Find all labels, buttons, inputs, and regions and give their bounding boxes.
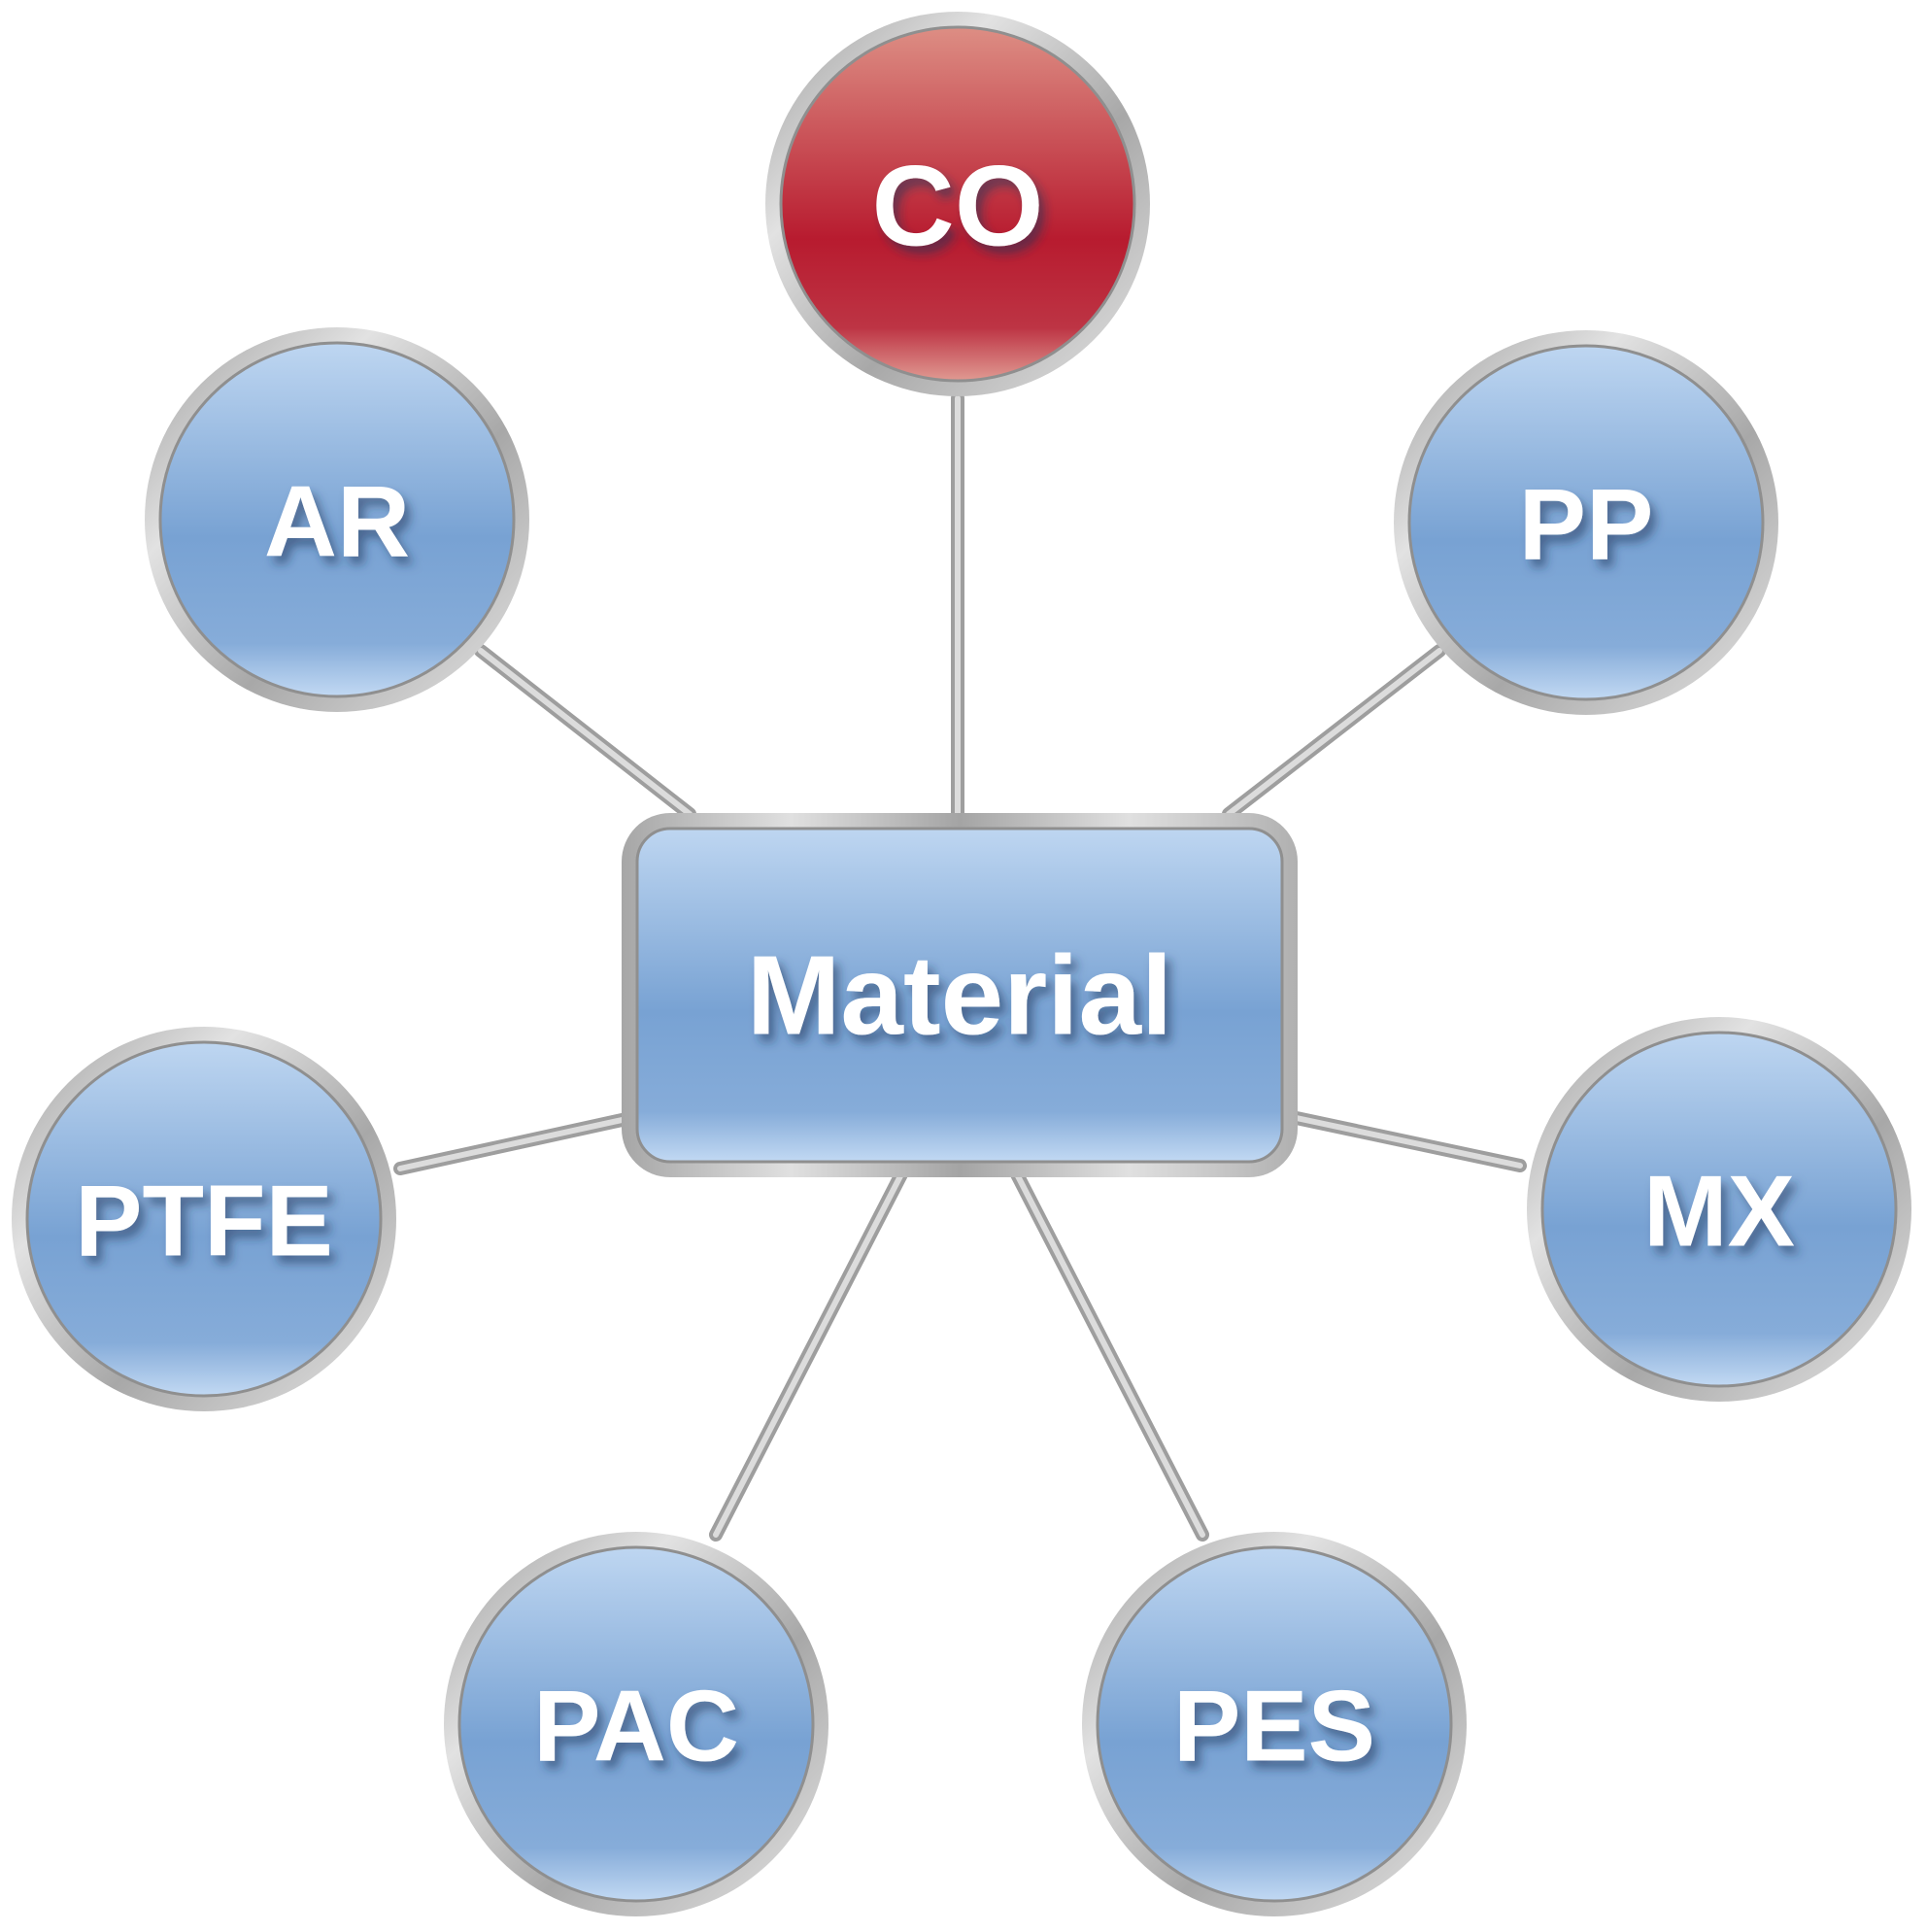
connector-lines [393,391,1527,1542]
node-fill-mx [1540,1031,1898,1388]
node-ar: AR [145,327,529,712]
connector-mx [1285,1110,1527,1172]
node-pes: PES [1082,1532,1467,1916]
node-label-pp: PP [1519,468,1654,581]
node-fill-pac [457,1545,815,1903]
node-label-pac: PAC [533,1670,739,1782]
node-mx: MX [1527,1017,1911,1402]
node-pp: PP [1394,330,1778,715]
node-label-co: CO [872,142,1044,270]
connector-ar [474,644,696,821]
connector-pac [709,1164,910,1542]
node-fill-co [779,25,1136,383]
connector-pes [1008,1164,1209,1542]
node-ptfe: PTFE [12,1027,396,1411]
center-node: Material [622,813,1298,1177]
material-nodes: CO PP MX PES PAC PTFE AR [12,12,1911,1916]
node-fill-ar [158,341,516,698]
connector-pp [1222,644,1446,821]
node-label-pes: PES [1173,1670,1375,1782]
center-label: Material [747,932,1172,1059]
node-fill-pp [1407,344,1765,701]
node-pac: PAC [444,1532,828,1916]
node-fill-pes [1096,1545,1453,1903]
center-fill [635,827,1284,1164]
connector-ptfe [393,1112,633,1175]
node-fill-ptfe [25,1040,383,1398]
node-label-ptfe: PTFE [75,1165,333,1277]
node-co: CO [765,12,1150,396]
node-label-ar: AR [264,465,410,578]
node-label-mx: MX [1643,1155,1795,1268]
